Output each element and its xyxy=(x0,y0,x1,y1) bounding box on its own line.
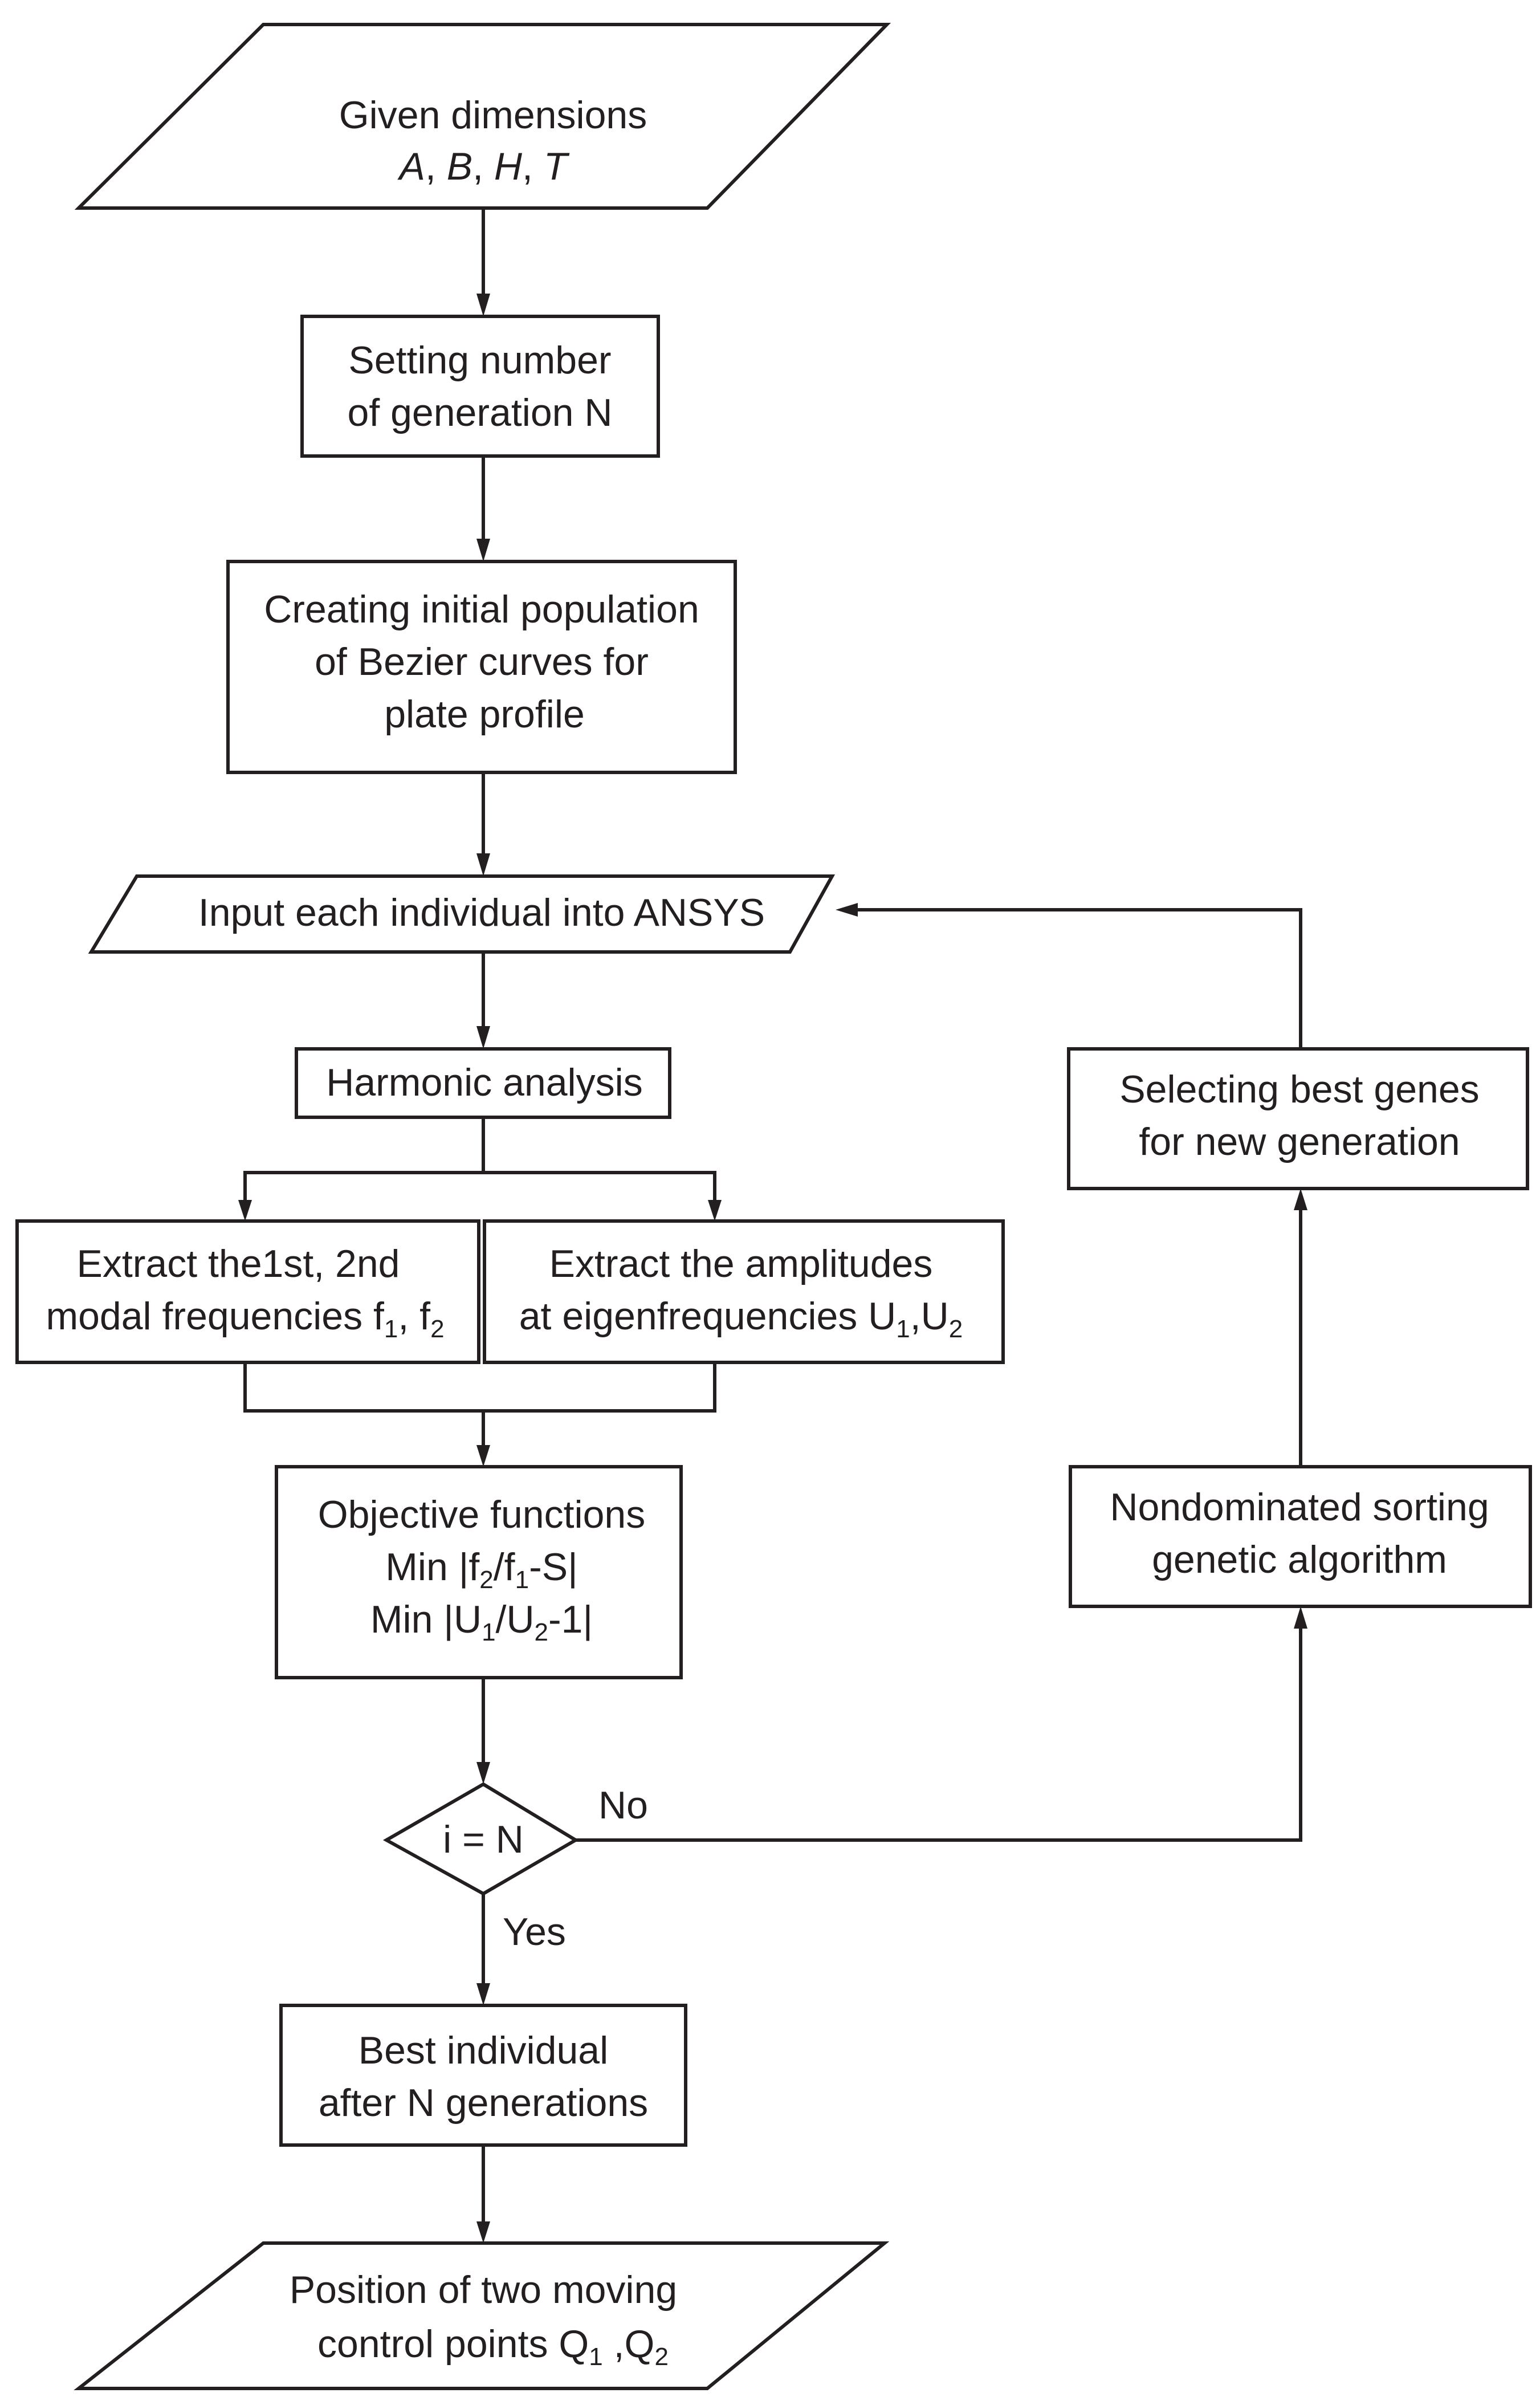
decision-label: i = N xyxy=(443,1818,524,1861)
var-h: H xyxy=(494,145,523,188)
initial-population-box xyxy=(226,560,737,774)
merge-to-objective xyxy=(243,1362,716,1413)
arrowhead xyxy=(476,2221,490,2243)
arrowhead xyxy=(476,1983,490,2005)
given-dimensions-shape xyxy=(74,23,891,210)
nsga-line2: genetic algorithm xyxy=(1152,1538,1447,1581)
best-individual-box xyxy=(279,2004,687,2147)
control-points-line1: Position of two moving xyxy=(290,2268,677,2312)
selecting-genes-box xyxy=(1067,1047,1529,1190)
given-dimensions-title: Given dimensions xyxy=(339,93,647,137)
arrow-selecting-to-ansys xyxy=(855,908,1302,1049)
objective-functions-box xyxy=(275,1465,683,1679)
setting-generation-box xyxy=(300,315,660,458)
objective-functions-title: Objective functions xyxy=(318,1493,646,1536)
input-ansys-label: Input each individual into ANSYS xyxy=(198,891,765,934)
arrowhead xyxy=(476,1445,490,1467)
nsga-line1: Nondominated sorting xyxy=(1110,1486,1489,1529)
var-b: B xyxy=(447,145,472,188)
extract-frequencies-box xyxy=(15,1219,480,1364)
arrowhead xyxy=(836,903,858,917)
decision-yes-label: Yes xyxy=(503,1910,566,1954)
control-points-shape xyxy=(74,2241,890,2390)
arrowhead xyxy=(476,539,490,561)
arrowhead xyxy=(476,1762,490,1784)
connectors xyxy=(238,208,1307,2243)
setting-generation-line1: Setting number xyxy=(348,339,611,382)
best-individual-line2: after N generations xyxy=(319,2081,648,2125)
arrowhead xyxy=(476,853,490,876)
extract-amplitudes-box xyxy=(483,1219,1005,1364)
selecting-genes-line1: Selecting best genes xyxy=(1119,1068,1479,1111)
decision-no-label: No xyxy=(598,1784,648,1827)
initial-population-line2: of Bezier curves for xyxy=(315,640,649,683)
objective-functions-min-amp: Min |U1/U2-1| xyxy=(370,1598,593,1646)
setting-generation-line2: of generation N xyxy=(348,391,613,434)
arrowhead xyxy=(1294,1606,1307,1629)
harmonic-analysis-label: Harmonic analysis xyxy=(326,1061,643,1104)
extract-amplitudes-line1: Extract the amplitudes xyxy=(549,1242,933,1285)
best-individual-line1: Best individual xyxy=(358,2029,608,2072)
initial-population-line1: Creating initial population xyxy=(264,588,699,631)
given-dimensions-vars: A, B, H, T xyxy=(397,145,570,188)
objective-functions-min-freq: Min |f2/f1-S| xyxy=(385,1545,577,1594)
arrowhead xyxy=(1294,1189,1307,1210)
extract-frequencies-line2: modal frequencies f1, f2 xyxy=(46,1295,444,1343)
initial-population-line3: plate profile xyxy=(384,693,585,736)
arrowhead xyxy=(708,1200,722,1221)
arrowhead xyxy=(476,294,490,316)
extract-frequencies-line1: Extract the1st, 2nd xyxy=(77,1242,400,1285)
var-t: T xyxy=(544,145,570,188)
arrowhead xyxy=(476,1026,490,1049)
var-a: A xyxy=(397,145,425,188)
selecting-genes-line2: for new generation xyxy=(1139,1120,1460,1163)
control-points-line2: control points Q1 ,Q2 xyxy=(317,2322,669,2371)
extract-amplitudes-line2: at eigenfrequencies U1,U2 xyxy=(519,1295,963,1343)
nsga-box xyxy=(1069,1465,1532,1608)
input-ansys-shape xyxy=(88,874,836,954)
split-branch xyxy=(243,1171,716,1203)
arrowhead xyxy=(238,1200,252,1221)
arrow-decision-no xyxy=(576,1626,1302,1842)
